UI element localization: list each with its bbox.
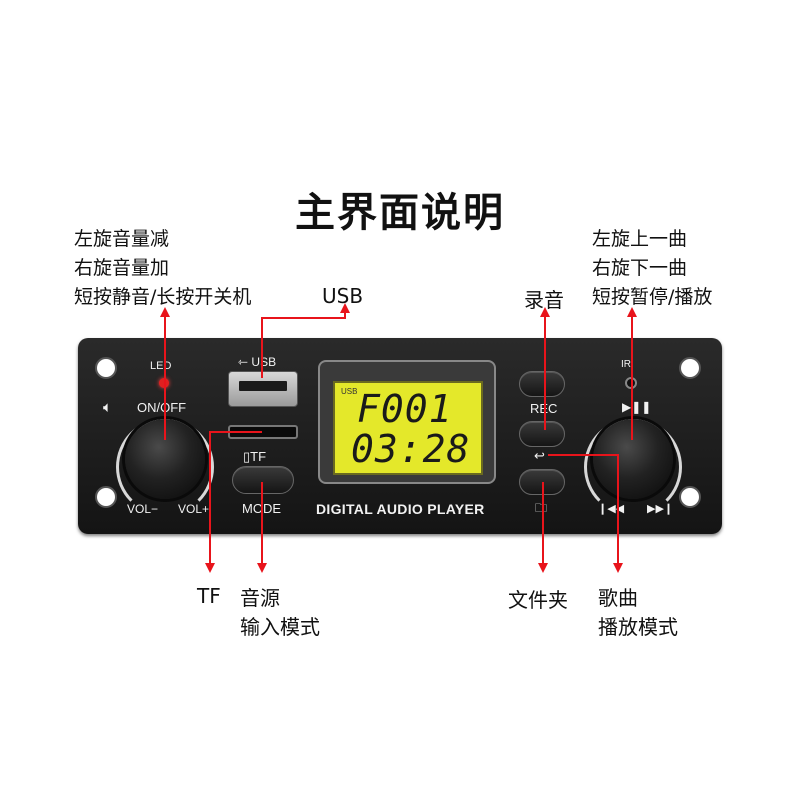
play-mode-notes: 歌曲 播放模式 xyxy=(598,584,678,642)
arrow-play-mode xyxy=(548,454,623,573)
vol-plus-label: VOL+ xyxy=(178,502,210,516)
vol-minus-label: VOL− xyxy=(127,502,159,516)
led-label: LED xyxy=(150,360,172,372)
note-line: 输入模式 xyxy=(240,615,320,639)
rec-panel-label: REC xyxy=(530,401,558,416)
ir-icon: IR xyxy=(621,359,631,370)
left-knob-notes: 左旋音量减 右旋音量加 短按静音/长按开关机 xyxy=(74,225,251,312)
mode-notes: 音源 输入模式 xyxy=(240,584,320,642)
note-line: 左旋音量减 xyxy=(74,228,170,250)
note-line: 右旋音量加 xyxy=(74,257,170,279)
note-line: 左旋上一曲 xyxy=(592,228,688,250)
record-button[interactable] xyxy=(519,371,565,397)
mount-hole xyxy=(679,357,701,379)
play-mode-button[interactable] xyxy=(519,421,565,447)
mount-hole xyxy=(95,486,117,508)
usb-port-slot xyxy=(239,381,287,391)
lcd-track-number: F001 xyxy=(357,387,453,431)
folder-icon: 🗀︎ xyxy=(535,501,548,515)
note-line: 短按暂停/播放 xyxy=(592,286,713,308)
mute-icon: 🔈︎ xyxy=(103,399,113,416)
page-title: 主界面说明 xyxy=(295,190,505,236)
tf-panel-label: ▯TF xyxy=(243,449,266,465)
note-line: 短按静音/长按开关机 xyxy=(74,286,252,308)
onoff-label: ON/OFF xyxy=(137,400,187,415)
arrow-usb xyxy=(261,303,350,378)
play-pause-icon: ▶❚❚ xyxy=(622,400,652,414)
tf-panel-text: TF xyxy=(250,449,267,464)
lcd-screen: USB F001 03:28 xyxy=(333,381,483,475)
note-line: 右旋下一曲 xyxy=(592,257,688,279)
note-line: 歌曲 xyxy=(598,586,638,610)
product-name: DIGITAL AUDIO PLAYER xyxy=(316,501,485,517)
next-track-icon: ▶▶❙ xyxy=(647,503,674,515)
usb-panel-label: ⇽ USB xyxy=(238,355,276,369)
usb-panel-text: USB xyxy=(251,355,277,369)
note-line: 播放模式 xyxy=(598,615,678,639)
mount-hole xyxy=(679,486,701,508)
lcd-source-indicator: USB xyxy=(341,387,358,396)
folder-label: 文件夹 xyxy=(508,588,568,612)
arrow-tf xyxy=(205,431,262,573)
usb-icon: ⇽ xyxy=(238,355,249,369)
right-knob-notes: 左旋上一曲 右旋下一曲 短按暂停/播放 xyxy=(592,225,712,312)
lcd-time: 03:28 xyxy=(351,427,471,471)
note-line: 音源 xyxy=(240,586,280,610)
tf-card-icon: ▯ xyxy=(243,449,251,464)
repeat-icon: ↩ xyxy=(534,448,545,463)
mount-hole xyxy=(95,357,117,379)
tf-label: TF xyxy=(197,584,221,608)
